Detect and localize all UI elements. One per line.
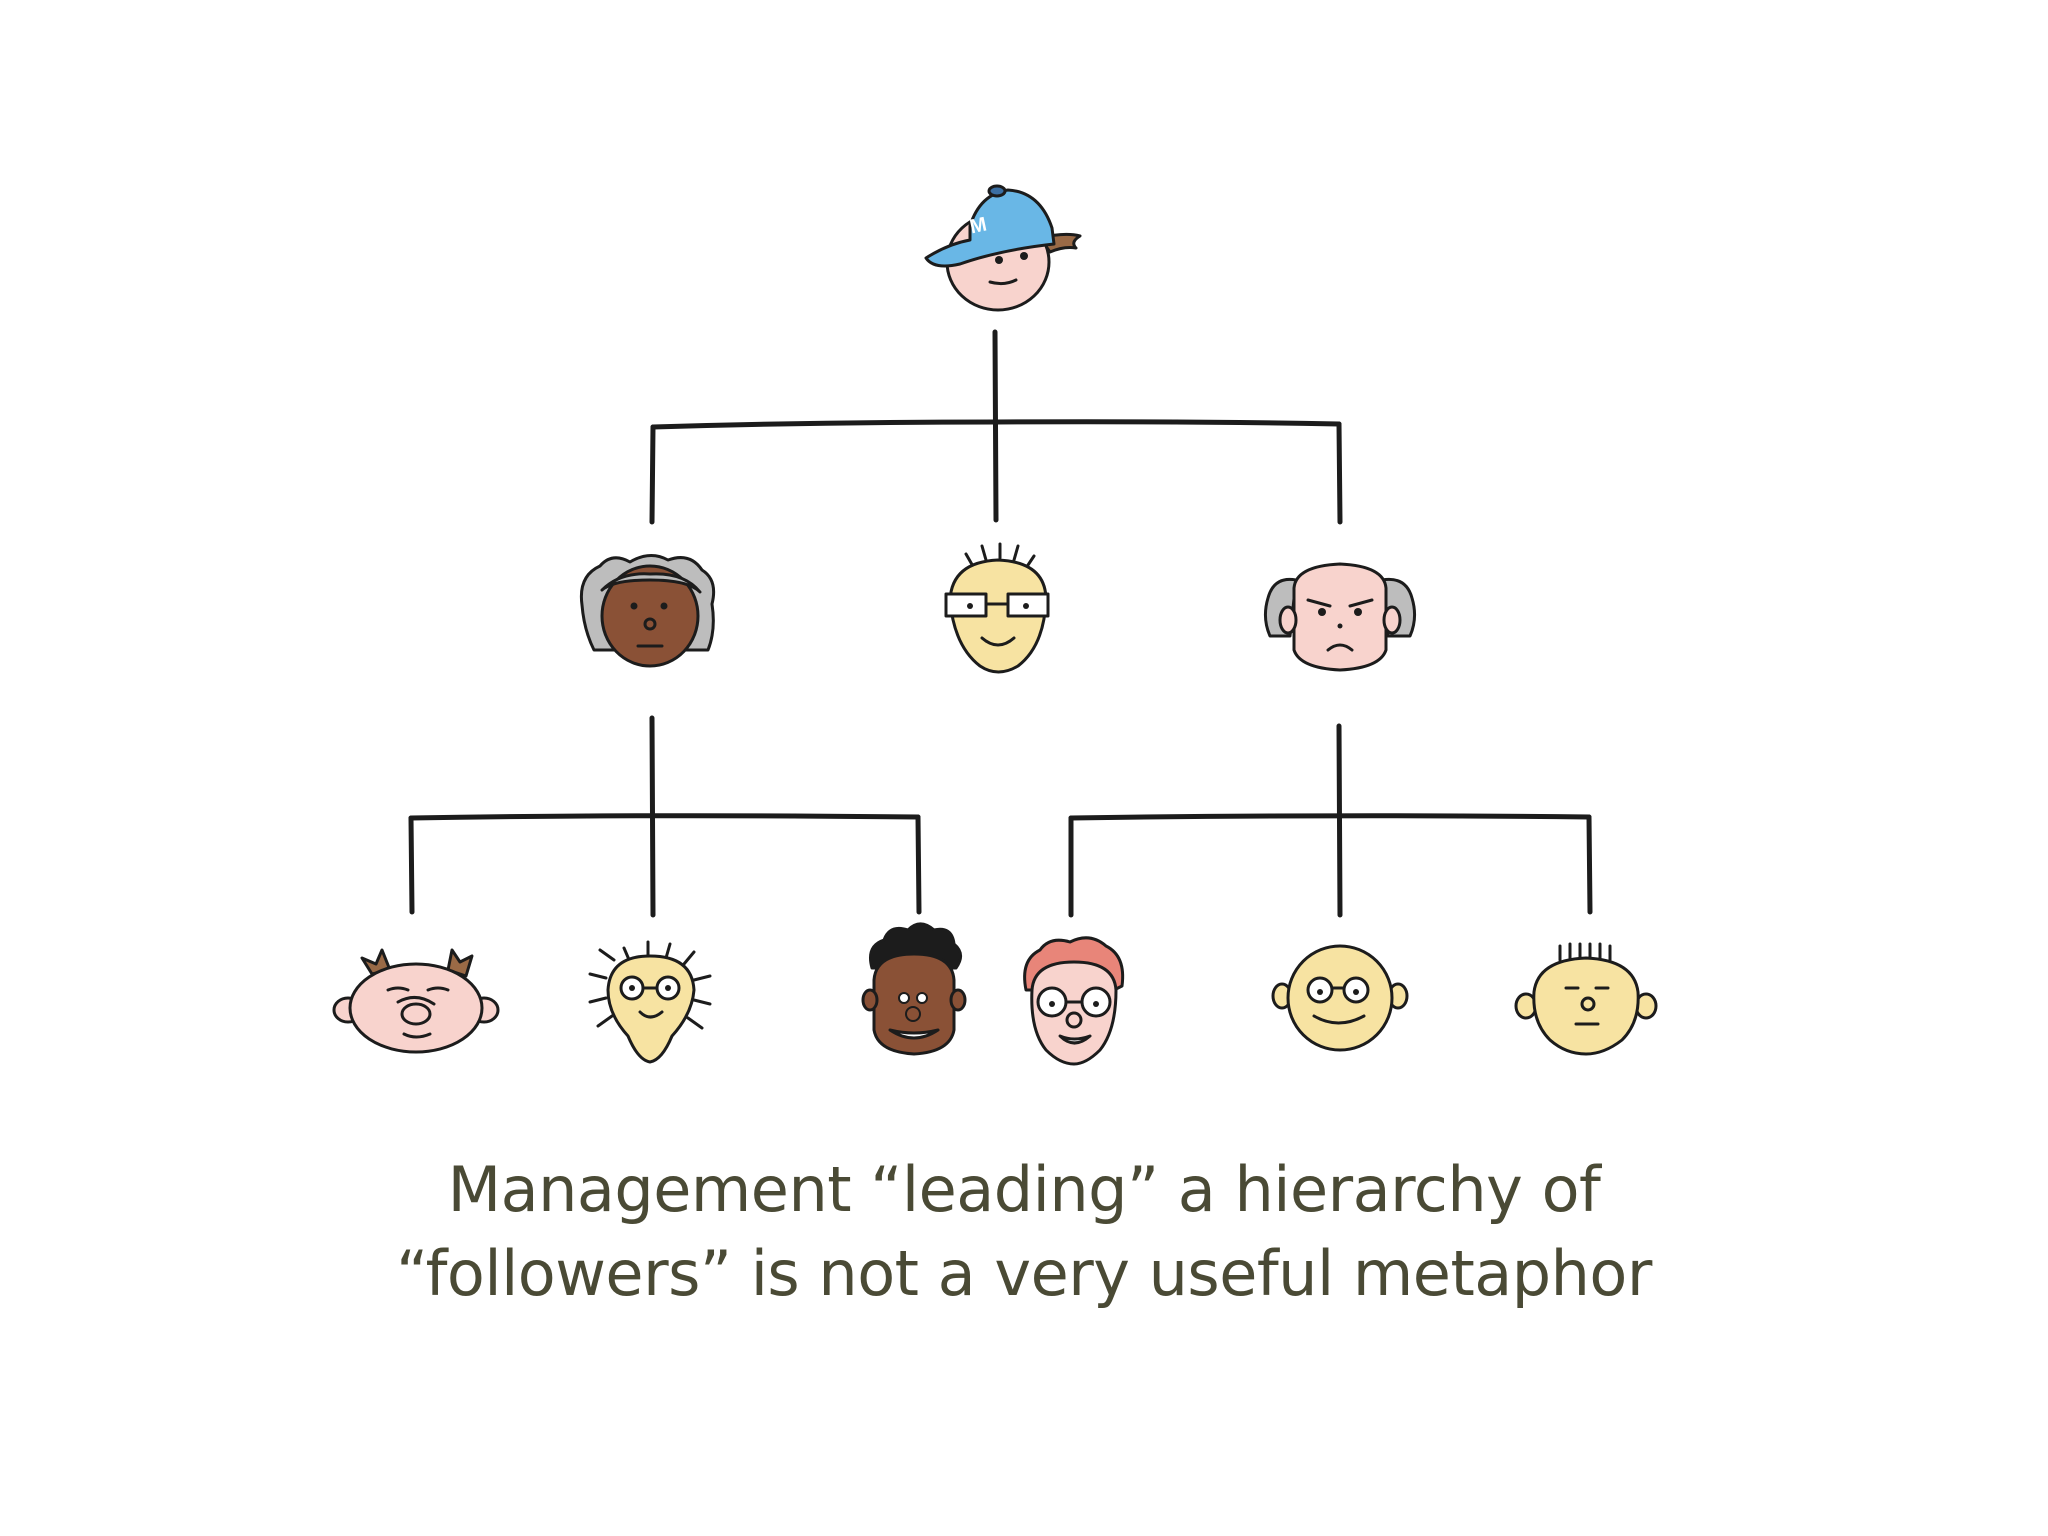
sleepy-pink-face-icon: [332, 948, 500, 1054]
connector-right-bar: [1068, 813, 1592, 821]
connector-manager-trunk: [992, 329, 999, 523]
caption-line-1: Management “leading” a hierarchy of: [447, 1153, 1601, 1226]
glasses-yellow-face-icon: [944, 542, 1050, 674]
caption-line-2: “followers” is not a very useful metapho…: [396, 1237, 1652, 1310]
connector-manager-bar: [650, 419, 1342, 430]
spiky-glasses-face-icon: [588, 940, 712, 1064]
red-hair-glasses-face-icon: [1023, 936, 1125, 1066]
curly-hair-smiling-face-icon: [861, 922, 967, 1056]
cap-badge-letter: M: [968, 213, 989, 238]
connector-mid-left-drop: [649, 424, 656, 525]
manager-cap-face-icon: M: [924, 184, 1082, 312]
flat-top-face-icon: [1514, 942, 1658, 1056]
connector-mid-right-drop: [1336, 421, 1343, 525]
connector-left-bar: [408, 813, 921, 821]
caption: Management “leading” a hierarchy of “fol…: [0, 1148, 2048, 1316]
connector-left-drop-1: [408, 815, 415, 915]
gray-hair-brown-face-icon: [579, 554, 716, 668]
connector-right-trunk: [1336, 723, 1343, 918]
grumpy-bald-face-icon: [1263, 562, 1417, 672]
round-glasses-face-icon: [1271, 944, 1409, 1052]
connector-right-drop-3: [1586, 814, 1593, 915]
connector-lines: [408, 329, 1593, 918]
connector-left-drop-3: [915, 814, 922, 915]
